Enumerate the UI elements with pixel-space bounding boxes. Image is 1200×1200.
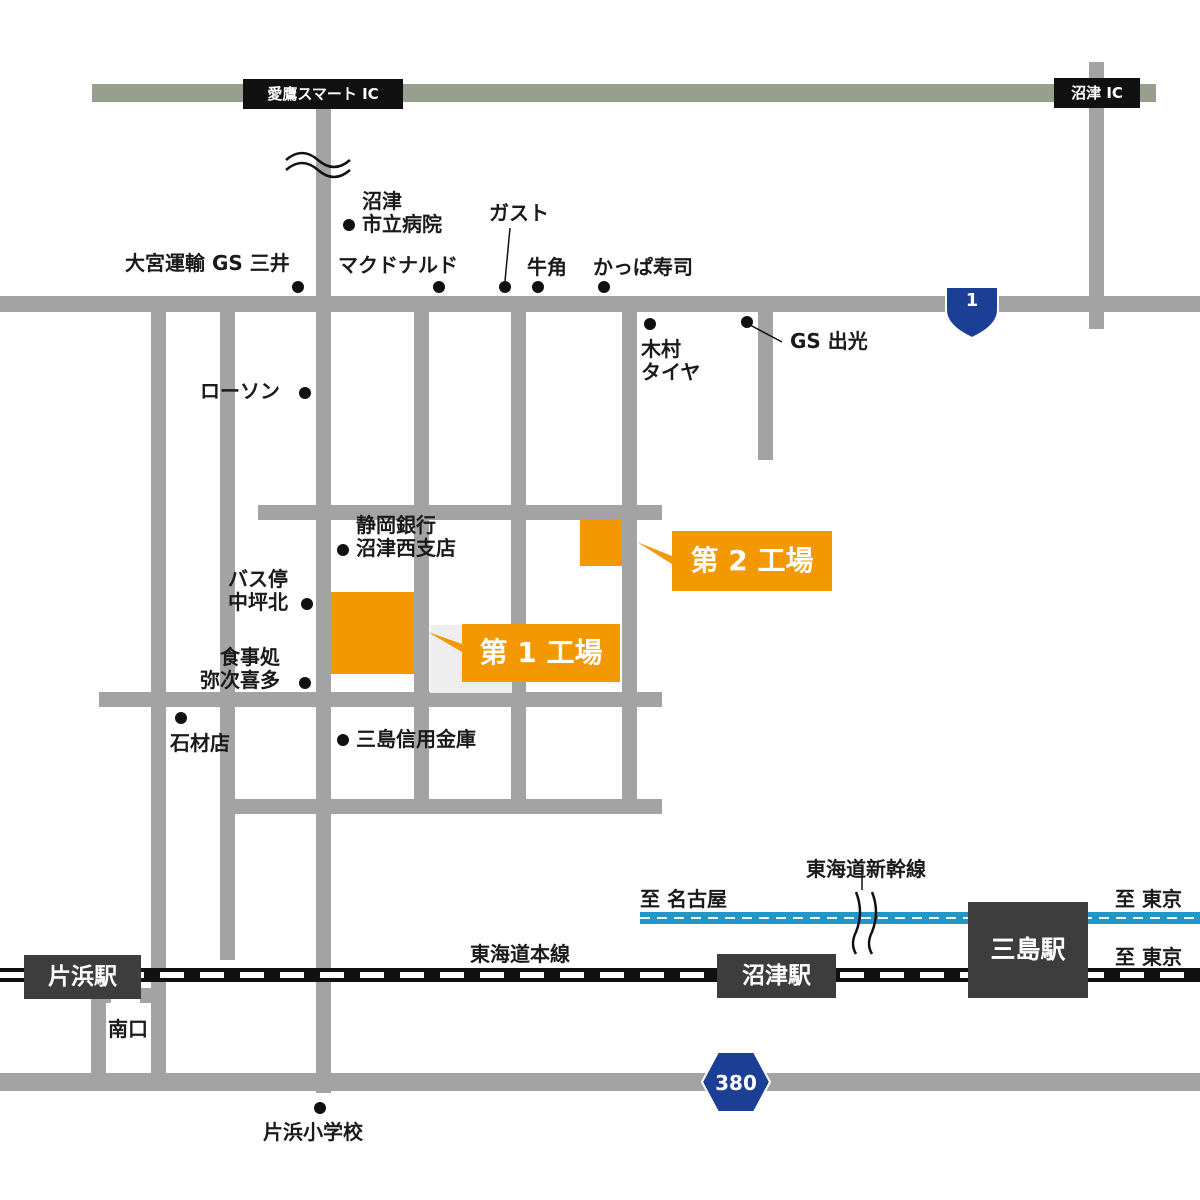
landmark-dot [299,387,311,399]
bus-stop-label: バス停 中坪北 [228,567,288,614]
numazu-ic-label: 沼津 IC [1054,78,1140,108]
to-nagoya-label: 至 名古屋 [640,887,727,911]
south-exit-road [140,988,166,1003]
road-v4 [414,304,429,804]
shizuoka-bank-label: 静岡銀行 沼津西支店 [356,513,456,560]
landmark-dot [337,734,349,746]
landmark-dot [644,318,656,330]
gyukaku-label: 牛角 [527,255,567,279]
numazu-ic-road [1089,62,1104,329]
road-v7 [758,304,773,460]
route-380-badge [700,1051,772,1113]
factory-2-marker [580,519,622,566]
factory-2-label: 第 2 工場 [672,531,832,591]
route-1-badge [945,286,999,340]
factory-1-pointer [428,632,462,652]
factory-1-marker [331,592,414,674]
line-break-mark [867,891,878,955]
road-v1 [151,304,166,1074]
gs-idemitsu-leader [749,324,783,343]
mishima-shinkin-label: 三島信用金庫 [356,727,476,751]
numazu-hospital-label: 沼津 市立病院 [362,189,442,236]
gusto-leader [504,227,511,282]
numazu-station: 沼津駅 [717,954,836,998]
katahama-station: 片浜駅 [24,955,141,999]
road-break-mark [285,151,351,169]
road-v2 [220,304,235,960]
lawson-label: ローソン [200,379,280,403]
route-380-road [0,1073,1200,1091]
route-1-number: 1 [966,290,979,311]
road-h3 [227,799,662,814]
south-exit-road [91,988,106,1076]
landmark-dot [299,677,311,689]
tokaido-main-label: 東海道本線 [470,942,570,966]
route-1-road [0,296,1200,312]
road-h2 [99,692,662,707]
omiya-unyu-gs-label: 大宮運輸 GS 三井 [125,251,290,275]
landmark-dot [532,281,544,293]
mcdonalds-label: マクドナルド [338,253,458,277]
katahama-school-label: 片浜小学校 [263,1120,363,1144]
landmark-dot [175,712,187,724]
landmark-dot [301,598,313,610]
to-tokyo-main-label: 至 東京 [1115,945,1182,969]
landmark-dot [292,281,304,293]
mishima-station: 三島駅 [968,902,1088,998]
shinkansen-label: 東海道新幹線 [806,857,926,881]
factory-2-pointer [637,542,672,564]
main-vertical-road [316,93,331,1093]
landmark-dot [598,281,610,293]
landmark-dot [499,281,511,293]
road-v5 [511,304,526,804]
to-tokyo-shinkansen-label: 至 東京 [1115,887,1182,911]
aitaka-smart-ic-label: 愛鷹スマート IC [243,79,403,109]
road-v6 [622,304,637,804]
route-380-number: 380 [715,1071,757,1095]
yajikita-label: 食事処 弥次喜多 [200,645,280,692]
landmark-dot [337,544,349,556]
road-break-mark [285,161,351,179]
sekizaiten-label: 石材店 [170,731,230,755]
landmark-dot [314,1102,326,1114]
landmark-dot [343,219,355,231]
landmark-dot [433,281,445,293]
gusto-label: ガスト [489,201,549,225]
kimura-tire-label: 木村 タイヤ [641,337,701,384]
road-h1 [258,505,662,520]
gs-idemitsu-label: GS 出光 [790,329,868,353]
minami-guchi-label: 南口 [108,1017,148,1041]
factory-1-label: 第 1 工場 [462,624,620,682]
kappa-sushi-label: かっぱ寿司 [593,255,693,279]
line-break-mark [851,891,862,955]
